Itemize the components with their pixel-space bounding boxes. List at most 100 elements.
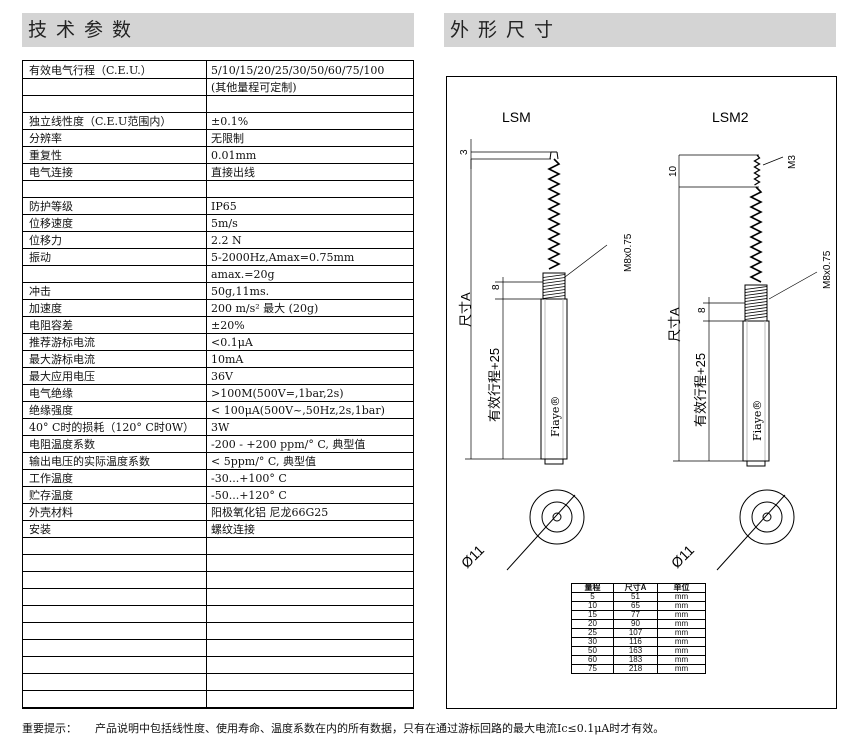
spec-value: < 100μA(500V~,50Hz,2s,1bar) bbox=[211, 404, 385, 417]
spec-label: 输出电压的实际温度系数 bbox=[29, 455, 150, 468]
footnote: 重要提示：产品说明中包括线性度、使用寿命、温度系数在内的所有数据，只有在通过游标… bbox=[22, 720, 664, 736]
footnote-text: 产品说明中包括线性度、使用寿命、温度系数在内的所有数据，只有在通过游标回路的最大… bbox=[95, 722, 665, 735]
lsm-dim-m8: M8x0.75 bbox=[623, 233, 634, 272]
table-cell: 75 bbox=[571, 664, 614, 674]
lsm2-dimension-lines bbox=[673, 154, 818, 462]
lsm-dimension-lines bbox=[465, 139, 608, 460]
table-row bbox=[23, 572, 413, 589]
table-row: 最大应用电压 36V bbox=[23, 368, 413, 385]
spec-label: 防护等级 bbox=[29, 200, 73, 213]
lsm-dim-diameter: Ø11 bbox=[458, 542, 487, 571]
table-row bbox=[23, 691, 413, 708]
table-row: 贮存温度 -50...+120° C bbox=[23, 487, 413, 504]
spec-label: 分辨率 bbox=[29, 132, 62, 145]
spec-label: 工作温度 bbox=[29, 472, 73, 485]
spec-value: < 5ppm/° C, 典型值 bbox=[211, 455, 316, 468]
spec-label: 独立线性度（C.E.U范围内） bbox=[29, 115, 172, 128]
spec-value: <0.1μA bbox=[211, 336, 253, 349]
spec-label: 加速度 bbox=[29, 302, 62, 315]
spec-label: 贮存温度 bbox=[29, 489, 73, 502]
lsm-sensor-body bbox=[506, 151, 585, 571]
table-row: 位移力 2.2 N bbox=[23, 232, 413, 249]
table-row bbox=[23, 674, 413, 691]
lsm2-title: LSM2 bbox=[712, 109, 749, 125]
spec-label: 最大应用电压 bbox=[29, 370, 95, 383]
spec-value: (其他量程可定制) bbox=[211, 81, 297, 94]
spec-value: 5m/s bbox=[211, 217, 238, 230]
table-row: amax.=20g bbox=[23, 266, 413, 283]
dimension-drawing: LSM bbox=[446, 76, 837, 709]
table-row bbox=[23, 657, 413, 674]
lsm2-sensor-body bbox=[716, 154, 795, 571]
table-row bbox=[23, 181, 413, 198]
section-header-dimensions: 外形尺寸 bbox=[444, 13, 836, 47]
lsm2-dim-diameter: Ø11 bbox=[668, 542, 697, 571]
table-row: 电阻温度系数-200 - +200 ppm/° C, 典型值 bbox=[23, 436, 413, 453]
spec-value: ±0.1% bbox=[211, 115, 249, 128]
lsm-dim-a: 尺寸A bbox=[458, 292, 473, 327]
spec-value: 2.2 N bbox=[211, 234, 242, 247]
table-row: 有效电气行程（C.E.U.）5/10/15/20/25/30/50/60/75/… bbox=[23, 62, 413, 79]
spec-value: 直接出线 bbox=[211, 166, 255, 179]
table-row: 电气绝缘 >100M(500V=,1bar,2s) bbox=[23, 385, 413, 402]
spec-table: 有效电气行程（C.E.U.）5/10/15/20/25/30/50/60/75/… bbox=[22, 60, 414, 709]
spec-value: 36V bbox=[211, 370, 233, 383]
table-row: 分辨率 无限制 bbox=[23, 130, 413, 147]
table-row bbox=[23, 623, 413, 640]
spec-value: 阳极氧化铝 尼龙66G25 bbox=[211, 506, 329, 519]
spec-label: 绝缘强度 bbox=[29, 404, 73, 417]
spec-label: 振动 bbox=[29, 251, 51, 264]
spec-value: >100M(500V=,1bar,2s) bbox=[211, 387, 344, 400]
spec-value: 0.01mm bbox=[211, 149, 257, 162]
table-row: 安装 螺纹连接 bbox=[23, 521, 413, 538]
lsm2-dim-10: 10 bbox=[668, 165, 679, 177]
spec-label: 冲击 bbox=[29, 285, 51, 298]
table-row bbox=[23, 555, 413, 572]
spec-value: 10mA bbox=[211, 353, 244, 366]
spec-value: -200 - +200 ppm/° C, 典型值 bbox=[211, 438, 366, 451]
spec-value: amax.=20g bbox=[211, 268, 275, 281]
table-row: 绝缘强度 < 100μA(500V~,50Hz,2s,1bar) bbox=[23, 402, 413, 419]
spec-label: 外壳材料 bbox=[29, 506, 73, 519]
table-row bbox=[23, 640, 413, 657]
table-row: 独立线性度（C.E.U范围内） ±0.1% bbox=[23, 113, 413, 130]
spec-value: 3W bbox=[211, 421, 230, 434]
table-row: 振动 5-2000Hz,Amax=0.75mm bbox=[23, 249, 413, 266]
table-row: (其他量程可定制) bbox=[23, 79, 413, 96]
table-row bbox=[23, 589, 413, 606]
spec-value: -50...+120° C bbox=[211, 489, 287, 502]
lsm-dim-stroke: 有效行程+25 bbox=[487, 348, 502, 422]
lsm-dim-8: 8 bbox=[491, 284, 502, 290]
table-row: 推荐游标电流 <0.1μA bbox=[23, 334, 413, 351]
spec-label: 推荐游标电流 bbox=[29, 336, 95, 349]
lsm2-dim-stroke: 有效行程+25 bbox=[693, 353, 708, 427]
spec-label: 有效电气行程（C.E.U.） bbox=[29, 64, 152, 77]
spec-label: 电气绝缘 bbox=[29, 387, 73, 400]
spec-label: 安装 bbox=[29, 523, 51, 536]
table-row: 输出电压的实际温度系数 < 5ppm/° C, 典型值 bbox=[23, 453, 413, 470]
table-row: 40° C时的损耗（120° C时0W） 3W bbox=[23, 419, 413, 436]
spec-label: 位移力 bbox=[29, 234, 62, 247]
lsm-title: LSM bbox=[502, 109, 531, 125]
spec-label: 40° C时的损耗（120° C时0W） bbox=[29, 421, 195, 434]
section-header-specs: 技术参数 bbox=[22, 13, 414, 47]
lsm-brand-label: Fiaye® bbox=[549, 396, 562, 437]
table-row: 加速度 200 m/s² 最大 (20g) bbox=[23, 300, 413, 317]
spec-label: 位移速度 bbox=[29, 217, 73, 230]
spec-value: 螺纹连接 bbox=[211, 523, 255, 536]
spec-value: 200 m/s² 最大 (20g) bbox=[211, 302, 319, 315]
lsm2-brand-label: Fiaye® bbox=[751, 400, 764, 441]
table-cell: mm bbox=[657, 664, 706, 674]
table-cell: 218 bbox=[613, 664, 658, 674]
spec-value: 无限制 bbox=[211, 132, 244, 145]
spec-value: 5-2000Hz,Amax=0.75mm bbox=[211, 251, 355, 264]
table-row bbox=[23, 538, 413, 555]
table-row: 工作温度-30...+100° C bbox=[23, 470, 413, 487]
spec-value: IP65 bbox=[211, 200, 237, 213]
table-row: 外壳材料 阳极氧化铝 尼龙66G25 bbox=[23, 504, 413, 521]
